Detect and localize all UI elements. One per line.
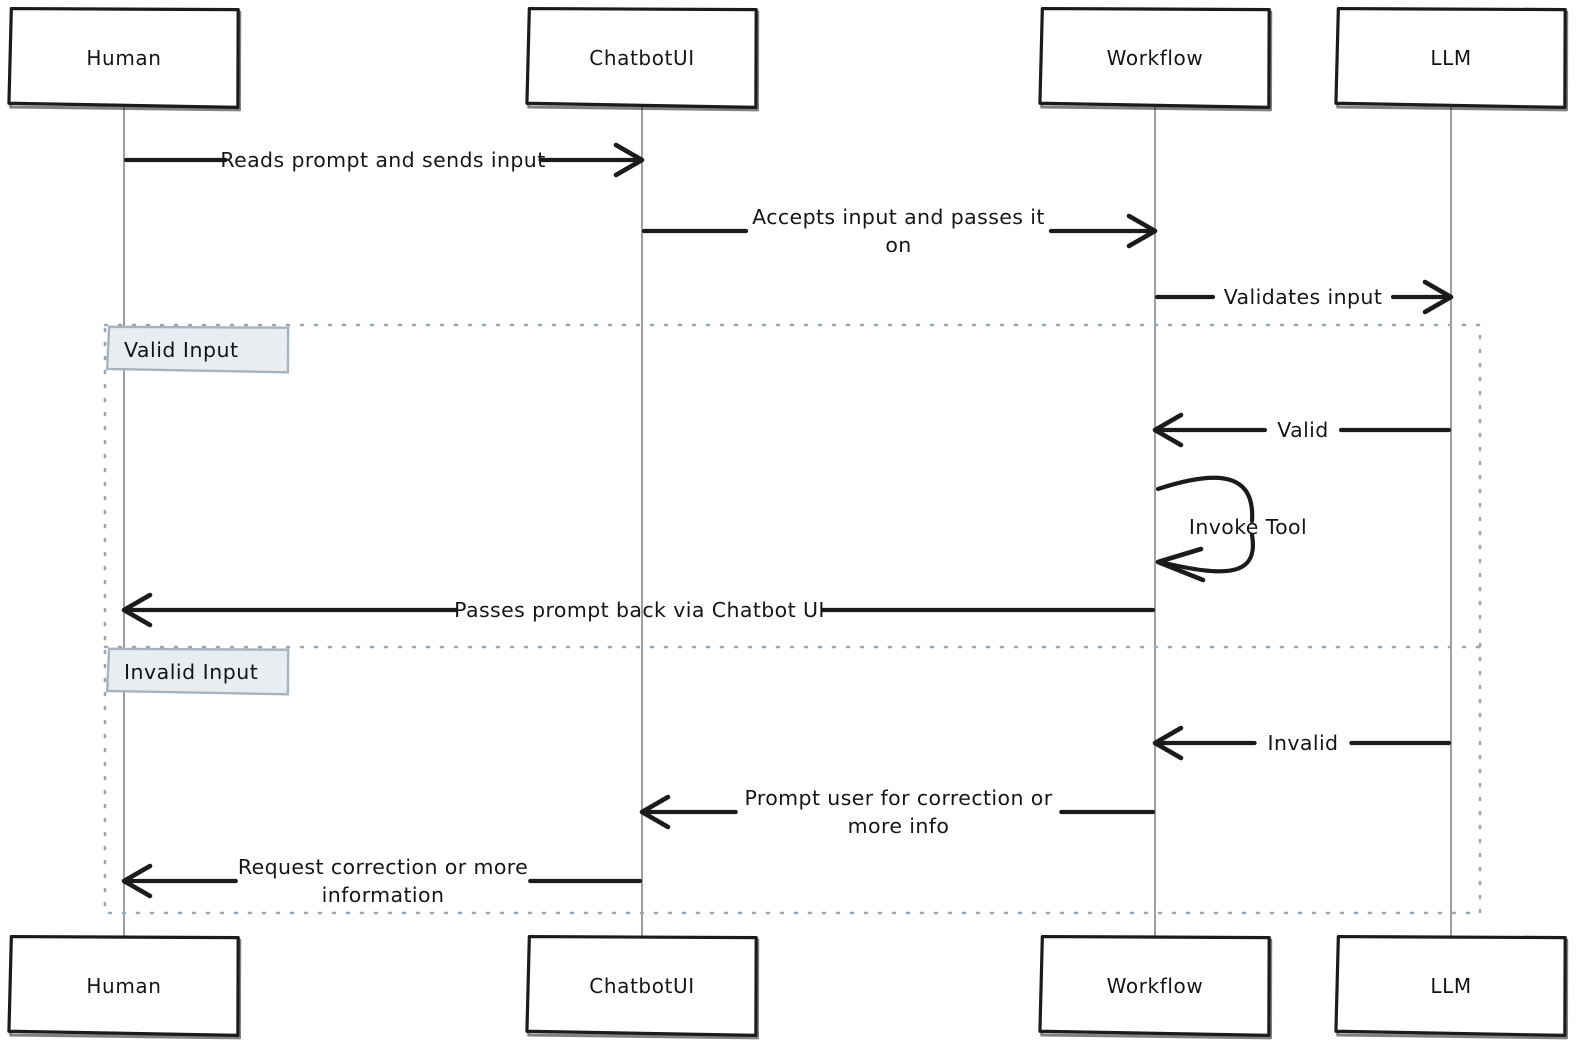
message-label-line: Valid — [1277, 418, 1328, 442]
actor-label-workflow-top: Workflow — [1107, 46, 1204, 70]
actor-box-chatbotui-top[interactable]: ChatbotUI — [525, 6, 760, 112]
message-label: Prompt user for correction or more info — [744, 786, 1052, 838]
actor-label-llm-bottom: LLM — [1430, 974, 1471, 998]
message-label: Request correction or more information — [238, 855, 528, 907]
message-m7[interactable]: Invalid — [1152, 725, 1452, 761]
message-m2[interactable]: Accepts input and passes it on — [641, 205, 1158, 257]
message-m9[interactable]: Request correction or more information — [121, 855, 643, 907]
message-label-line: Request correction or more — [238, 855, 528, 879]
fragment-tag-valid-input[interactable]: Valid Input — [105, 325, 290, 374]
message-label: Invoke Tool — [1189, 515, 1307, 539]
message-label-line: on — [885, 233, 911, 257]
actor-box-human-top[interactable]: Human — [7, 6, 242, 112]
arrow-head-left — [1152, 725, 1184, 761]
alt-fragment — [103, 323, 1482, 915]
message-m4[interactable]: Valid — [1152, 412, 1452, 448]
actor-label-chatbotui-top: ChatbotUI — [589, 46, 694, 70]
message-label-line: Reads prompt and sends input — [220, 148, 545, 172]
arrow-head-right — [1126, 213, 1158, 249]
arrow-head-left — [1152, 412, 1184, 448]
actor-box-human-bottom[interactable]: Human — [7, 934, 242, 1040]
actor-box-llm-top[interactable]: LLM — [1334, 6, 1569, 112]
actor-label-human-top: Human — [86, 46, 161, 70]
message-m1[interactable]: Reads prompt and sends input — [123, 142, 645, 178]
fragment-tag-label: Valid Input — [124, 338, 239, 362]
message-label: Validates input — [1224, 285, 1383, 309]
actor-label-chatbotui-bottom: ChatbotUI — [589, 974, 694, 998]
actor-box-llm-bottom[interactable]: LLM — [1334, 934, 1569, 1040]
arrow-head-right — [1422, 279, 1454, 315]
message-m3[interactable]: Validates input — [1154, 279, 1454, 315]
message-m5[interactable]: Invoke Tool — [1155, 475, 1307, 583]
self-loop-arrow — [1155, 475, 1256, 583]
fragment-layer — [103, 323, 1482, 915]
actor-label-workflow-bottom: Workflow — [1107, 974, 1204, 998]
actor-boxes-bottom: Human ChatbotUI Workflow LLM — [7, 934, 1569, 1040]
arrow-head-left — [121, 592, 153, 628]
message-label-line: Accepts input and passes it — [752, 205, 1045, 229]
arrow-head-left — [639, 794, 671, 830]
message-label-line: Validates input — [1224, 285, 1383, 309]
message-label: Invalid — [1268, 731, 1339, 755]
message-label: Valid — [1277, 418, 1328, 442]
message-label: Passes prompt back via Chatbot UI — [454, 598, 825, 622]
message-label-line: Invalid — [1268, 731, 1339, 755]
actor-box-chatbotui-bottom[interactable]: ChatbotUI — [525, 934, 760, 1040]
fragment-tag-invalid-input[interactable]: Invalid Input — [105, 647, 290, 696]
actor-box-workflow-bottom[interactable]: Workflow — [1038, 934, 1273, 1040]
arrow-head-left — [121, 863, 153, 899]
message-label-line: more info — [848, 814, 950, 838]
actor-label-llm-top: LLM — [1430, 46, 1471, 70]
actor-box-workflow-top[interactable]: Workflow — [1038, 6, 1273, 112]
message-label: Reads prompt and sends input — [220, 148, 545, 172]
actor-boxes-top: Human ChatbotUI Workflow LLM — [7, 6, 1569, 112]
message-m8[interactable]: Prompt user for correction or more info — [639, 786, 1156, 838]
message-label-line: Prompt user for correction or — [744, 786, 1052, 810]
actor-label-human-bottom: Human — [86, 974, 161, 998]
message-label-line: Passes prompt back via Chatbot UI — [454, 598, 825, 622]
message-label-line: information — [322, 883, 445, 907]
message-m6[interactable]: Passes prompt back via Chatbot UI — [121, 592, 1156, 628]
fragment-tag-label: Invalid Input — [124, 660, 258, 684]
arrow-head-right — [613, 142, 645, 178]
message-label: Accepts input and passes it on — [752, 205, 1045, 257]
lifelines-layer — [123, 107, 1452, 938]
